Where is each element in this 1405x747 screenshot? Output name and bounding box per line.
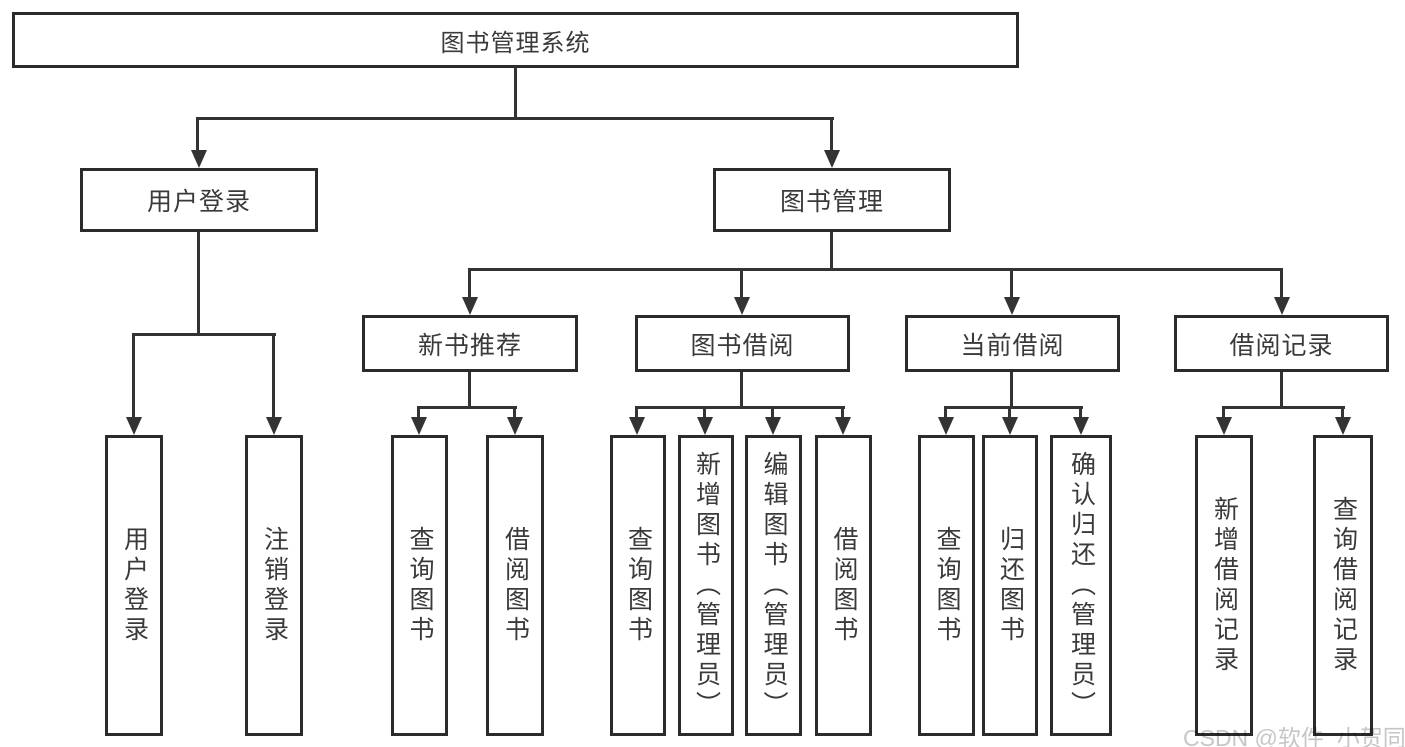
node-book-management-label: 图书管理 (779, 188, 884, 216)
connector-bm-riser (830, 232, 833, 271)
node-leaf-nbr-query-books: 查询图书 (391, 435, 448, 736)
node-book-management: 图书管理 (713, 168, 951, 232)
arrowhead-book-mgmt (824, 150, 840, 168)
node-new-book-recommend-label: 新书推荐 (417, 331, 522, 360)
arrowhead-bb-1 (629, 417, 645, 435)
node-leaf-cb-query-books: 查询图书 (918, 435, 975, 736)
node-leaf-br-query-record: 查询借阅记录 (1313, 435, 1373, 736)
connector-stem-cb-2 (1008, 406, 1011, 420)
node-leaf-cb-confirm-return-admin: 确认归还（管理员） (1050, 435, 1112, 736)
connector-stem-nbr-2 (513, 406, 516, 420)
connector-stem-bb-1 (635, 406, 638, 420)
connector-bb-branch (635, 406, 845, 409)
connector-nbr-branch (417, 406, 517, 409)
node-leaf-bb-borrow-books: 借阅图书 (815, 435, 872, 736)
node-user-login-label: 用户登录 (146, 188, 251, 216)
node-leaf-nbr-query-books-label: 查询图书 (406, 525, 434, 646)
node-leaf-br-add-record-label: 新增借阅记录 (1210, 495, 1239, 676)
node-user-login: 用户登录 (80, 168, 318, 232)
node-leaf-cb-query-books-label: 查询图书 (933, 525, 961, 646)
node-leaf-br-query-record-label: 查询借阅记录 (1329, 495, 1358, 676)
node-leaf-logout-label: 注销登录 (260, 525, 289, 646)
connector-stem-bm-1 (468, 268, 471, 300)
connector-stem-book-mgmt (830, 117, 833, 153)
arrowhead-user-login (191, 150, 207, 168)
arrowhead-bb-4 (835, 417, 851, 435)
connector-stem-br-1 (1222, 406, 1225, 420)
connector-stem-bb-3 (771, 406, 774, 420)
node-leaf-cb-return-books-label: 归还图书 (996, 525, 1025, 646)
node-leaf-user-login-label: 用户登录 (120, 525, 149, 646)
arrowhead-bb-2 (697, 417, 713, 435)
connector-root-branch (197, 117, 834, 120)
arrowhead-cb-1 (938, 417, 954, 435)
connector-nbr-riser (468, 372, 471, 409)
node-borrow-record: 借阅记录 (1174, 315, 1389, 372)
node-leaf-bb-add-books-admin-label: 新增图书（管理员） (692, 450, 721, 721)
arrowhead-bm-2 (734, 297, 750, 315)
node-leaf-logout: 注销登录 (245, 435, 303, 736)
connector-bm-branch (468, 268, 1283, 271)
connector-bb-riser (740, 372, 743, 409)
connector-stem-nbr-1 (417, 406, 420, 420)
node-new-book-recommend: 新书推荐 (362, 315, 578, 372)
node-current-borrow-label: 当前借阅 (960, 331, 1065, 360)
connector-stem-cb-1 (944, 406, 947, 420)
node-leaf-nbr-borrow-books: 借阅图书 (486, 435, 544, 736)
connector-br-riser (1280, 372, 1283, 409)
node-library-system-label: 图书管理系统 (440, 29, 591, 57)
arrowhead-cb-3 (1073, 417, 1089, 435)
connector-root-riser (514, 66, 517, 119)
arrowhead-bm-3 (1004, 297, 1020, 315)
connector-stem-bm-4 (1280, 268, 1283, 300)
connector-stem-bm-2 (740, 268, 743, 300)
node-leaf-user-login: 用户登录 (105, 435, 163, 736)
connector-stem-cb-3 (1079, 406, 1082, 420)
connector-stem-user-login (196, 117, 199, 153)
node-leaf-bb-add-books-admin: 新增图书（管理员） (678, 435, 734, 736)
connector-stem-bb-2 (703, 406, 706, 420)
arrowhead-bm-1 (462, 297, 478, 315)
node-borrow-record-label: 借阅记录 (1229, 331, 1334, 360)
arrowhead-nbr-2 (507, 417, 523, 435)
connector-cb-riser (1010, 372, 1013, 409)
node-leaf-bb-edit-books-admin-label: 编辑图书（管理员） (760, 450, 788, 721)
node-leaf-bb-query-books: 查询图书 (610, 435, 666, 736)
arrowhead-bb-3 (765, 417, 781, 435)
node-leaf-cb-confirm-return-admin-label: 确认归还（管理员） (1067, 450, 1096, 721)
node-current-borrow: 当前借阅 (905, 315, 1120, 372)
node-leaf-br-add-record: 新增借阅记录 (1195, 435, 1253, 736)
connector-stem-ul-1 (132, 333, 135, 419)
node-leaf-nbr-borrow-books-label: 借阅图书 (501, 525, 530, 646)
connector-stem-ul-2 (272, 333, 275, 419)
node-leaf-bb-query-books-label: 查询图书 (624, 525, 653, 646)
connector-br-branch (1222, 406, 1345, 409)
node-library-system: 图书管理系统 (12, 12, 1019, 68)
connector-stem-bb-4 (841, 406, 844, 420)
node-book-borrow: 图书借阅 (635, 315, 850, 372)
arrowhead-nbr-1 (411, 417, 427, 435)
csdn-watermark: CSDN @软件_小贺同学 (1183, 725, 1405, 747)
connector-cb-branch (944, 406, 1083, 409)
arrowhead-br-2 (1335, 417, 1351, 435)
connector-ul-branch (132, 333, 276, 336)
arrowhead-ul-1 (126, 417, 142, 435)
connector-ul-riser (197, 232, 200, 336)
arrowhead-ul-2 (266, 417, 282, 435)
connector-stem-bm-3 (1010, 268, 1013, 300)
node-leaf-bb-borrow-books-label: 借阅图书 (830, 525, 858, 646)
node-book-borrow-label: 图书借阅 (690, 331, 795, 360)
connector-stem-br-2 (1341, 406, 1344, 420)
arrowhead-bm-4 (1274, 297, 1290, 315)
arrowhead-br-1 (1216, 417, 1232, 435)
node-leaf-cb-return-books: 归还图书 (982, 435, 1038, 736)
node-leaf-bb-edit-books-admin: 编辑图书（管理员） (745, 435, 802, 736)
arrowhead-cb-2 (1002, 417, 1018, 435)
